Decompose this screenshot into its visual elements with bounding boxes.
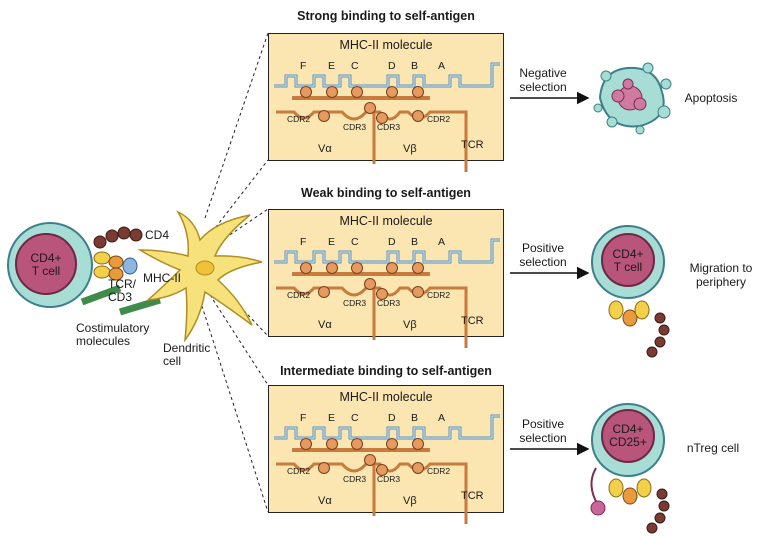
cdr2-right-label: CDR2 [427,466,451,476]
tcr-label: TCR [461,315,484,327]
costimulatory-label: Costimulatory molecules [76,321,150,348]
domain-letter-f: F [300,60,307,72]
dendritic-cell [137,210,263,343]
domain-letter-f: F [300,236,307,248]
heading-strong: Strong binding to self-antigen [297,9,475,23]
mhc2-label: MHC-II [143,271,181,285]
tcell-left-label: CD4+ T cell [30,251,62,278]
selection-label-negative: Negative selection [519,66,567,94]
result-ntreg: nTreg cell [686,441,740,455]
result-migration: Migration to periphery [689,261,753,289]
v-alpha-label: Vα [318,319,332,331]
panel-strong-title: MHC-II molecule [339,38,433,52]
dendritic-label: Dendritic cell [163,341,211,368]
domain-letter-a: A [438,60,446,72]
cdr3-left-label: CDR3 [343,122,367,132]
tcr-label: TCR [461,490,484,502]
domain-letter-e: E [328,412,336,424]
costimulatory-molecule-1 [80,284,122,306]
cd4-t-cell-migrating [591,225,670,358]
heading-intermediate: Intermediate binding to self-antigen [280,364,492,378]
domain-letter-d: D [388,412,396,424]
cdr2-right-label: CDR2 [427,114,451,124]
costimulatory-molecule-2 [118,296,162,316]
panel-intermediate-title: MHC-II molecule [339,390,433,404]
tcr-cd3-label: TCR/ CD3 [108,277,136,304]
cdr3-left-label: CDR3 [343,298,367,308]
cdr3-right-label: CDR3 [377,122,401,132]
domain-letter-c: C [351,236,359,248]
domain-letter-a: A [438,236,446,248]
cdr2-right-label: CDR2 [427,290,451,300]
cdr3-right-label: CDR3 [377,474,401,484]
domain-letter-e: E [328,60,336,72]
heading-weak: Weak binding to self-antigen [301,186,471,200]
domain-letter-d: D [388,236,396,248]
v-beta-label: Vβ [403,319,417,331]
cdr3-left-label: CDR3 [343,474,367,484]
cdr3-right-label: CDR3 [377,298,401,308]
domain-letter-b: B [411,412,419,424]
cd4-label: CD4 [145,228,170,242]
cdr2-left-label: CDR2 [287,290,311,300]
ntreg-cell-label: CD4+ CD25+ [609,422,647,449]
ntreg-cell [590,403,670,534]
domain-letter-b: B [411,236,419,248]
cd4-chain [93,226,143,249]
v-beta-label: Vβ [403,495,417,507]
tcr-label: TCR [461,139,484,151]
v-alpha-label: Vα [318,495,332,507]
cdr2-left-label: CDR2 [287,114,311,124]
tcr-cd3-complex [93,251,138,281]
domain-letter-d: D [388,60,396,72]
selection-label-positive-2: Positive selection [519,417,567,445]
cdr2-left-label: CDR2 [287,466,311,476]
v-beta-label: Vβ [403,143,417,155]
panel-weak-title: MHC-II molecule [339,214,433,228]
domain-letter-c: C [351,60,359,72]
domain-letter-a: A [438,412,446,424]
domain-letter-e: E [328,236,336,248]
result-apoptosis: Apoptosis [684,91,738,105]
domain-letter-b: B [411,60,419,72]
selection-label-positive-1: Positive selection [519,241,567,269]
migrating-cell-label: CD4+ T cell [612,247,644,274]
cd4-t-cell-left [7,222,93,308]
domain-letter-f: F [300,412,307,424]
apoptotic-cell [593,62,672,135]
v-alpha-label: Vα [318,143,332,155]
domain-letter-c: C [351,412,359,424]
